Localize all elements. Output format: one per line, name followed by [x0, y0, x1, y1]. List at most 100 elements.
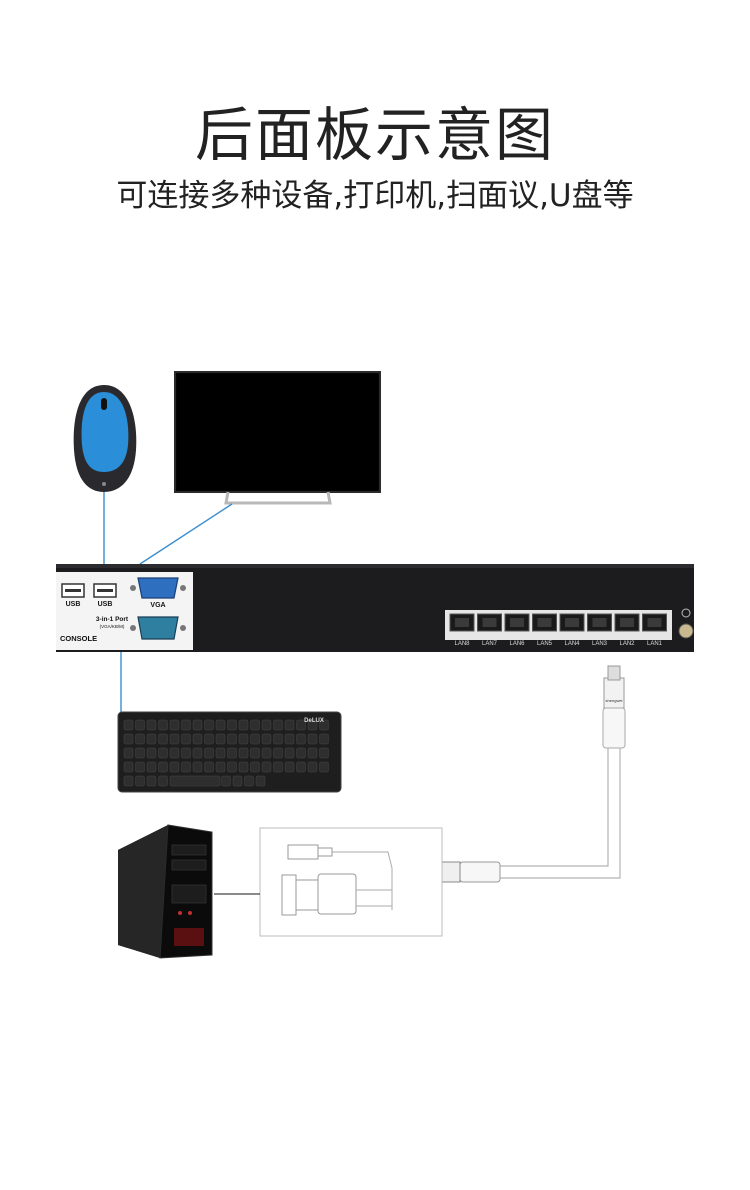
keyboard-key [261, 719, 272, 731]
keyboard-key [227, 719, 237, 731]
keyboard-key [181, 761, 191, 773]
keyboard-key [273, 733, 283, 745]
keyboard-key [135, 761, 145, 773]
lan-port-lan1: LAN1 [642, 613, 667, 647]
port-label-line2: (VGA/KB/M) [100, 624, 125, 629]
keyboard-key [250, 761, 260, 773]
keyboard-key [123, 747, 134, 759]
keyboard-key [146, 733, 157, 745]
keyboard-key [181, 719, 191, 731]
keyboard-key [250, 733, 260, 745]
keyboard-key [192, 747, 203, 759]
keyboard-key [169, 719, 180, 731]
keyboard-key [169, 761, 180, 773]
keyboard-key [215, 761, 226, 773]
keyboard-key [250, 747, 260, 759]
three-in-one-port [130, 616, 186, 640]
keyboard: DeLUX [117, 711, 342, 793]
keyboard-key [273, 747, 283, 759]
keyboard-key [319, 761, 329, 773]
keyboard-key [192, 733, 203, 745]
keyboard-key [296, 761, 306, 773]
mouse [73, 385, 137, 492]
keyboard-key [204, 719, 214, 731]
keyboard-key [273, 761, 283, 773]
keyboard-key [204, 747, 214, 759]
keyboard-key [135, 719, 145, 731]
lan-port-lan7: LAN7 [477, 613, 502, 647]
keyboard-key [273, 719, 283, 731]
keyboard-key [244, 775, 254, 787]
usb-label-2: USB [98, 601, 113, 608]
kvm-rear-panel: USB USB VGA 3-in-1 Port (VGA/KB/M) CONSO… [56, 564, 694, 652]
lan-port-label: LAN3 [592, 641, 608, 647]
keyboard-key [250, 719, 260, 731]
lan-port-label: LAN4 [564, 641, 580, 647]
keyboard-key [284, 747, 295, 759]
keyboard-key [307, 733, 318, 745]
keyboard-key [181, 733, 191, 745]
keyboard-key [227, 747, 237, 759]
keyboard-key [158, 775, 168, 787]
lan-port-lan3: LAN3 [587, 613, 612, 647]
pc-tower [118, 824, 213, 959]
keyboard-key [146, 761, 157, 773]
keyboard-brand: DeLUX [304, 718, 324, 724]
lan-port-label: LAN7 [482, 641, 498, 647]
keyboard-key [227, 733, 237, 745]
page-subtitle: 可连接多种设备,打印机,扫面议,U盘等 [116, 178, 634, 214]
keyboard-key [215, 719, 226, 731]
lan-port-label: LAN5 [537, 641, 553, 647]
keyboard-key [146, 719, 157, 731]
console-label: CONSOLE [60, 634, 97, 643]
keyboard-key [284, 733, 295, 745]
port-label-line1: 3-in-1 Port [96, 616, 129, 623]
keyboard-key [192, 719, 203, 731]
keyboard-key [204, 733, 214, 745]
keyboard-key [123, 761, 134, 773]
kvm-adapter-module [259, 827, 443, 937]
keyboard-key [204, 761, 214, 773]
keyboard-key [158, 761, 168, 773]
keyboard-key [169, 747, 180, 759]
keyboard-key [169, 733, 180, 745]
lan-port-lan4: LAN4 [559, 613, 585, 647]
usb-port-2 [93, 583, 117, 598]
keyboard-key [319, 733, 329, 745]
keyboard-key [307, 719, 318, 731]
usb-port-1 [61, 583, 85, 598]
keyboard-key [261, 747, 272, 759]
lan-port-label: LAN6 [509, 641, 525, 647]
keyboard-key [296, 747, 306, 759]
keyboard-key [192, 761, 203, 773]
lan-port-lan8: LAN8 [449, 613, 475, 647]
keyboard-key [319, 747, 329, 759]
keyboard-key [158, 747, 168, 759]
keyboard-key [135, 733, 145, 745]
keyboard-key [215, 733, 226, 745]
usb-label-1: USB [66, 601, 81, 608]
keyboard-key [296, 733, 306, 745]
keyboard-key [255, 775, 266, 787]
keyboard-key [238, 761, 249, 773]
keyboard-key [146, 775, 157, 787]
keyboard-key [238, 733, 249, 745]
lan-port-lan5: LAN5 [532, 613, 557, 647]
keyboard-key [261, 761, 272, 773]
keyboard-key [284, 761, 295, 773]
monitor [174, 371, 381, 505]
keyboard-key [123, 775, 134, 787]
connection-lines [103, 492, 233, 712]
keyboard-key [227, 761, 237, 773]
keyboard-key [158, 733, 168, 745]
keyboard-key [261, 733, 272, 745]
keyboard-key [123, 733, 134, 745]
keyboard-key [135, 775, 145, 787]
cable-brand: shengwei [606, 698, 623, 703]
keyboard-key [296, 719, 306, 731]
lan-port-lan6: LAN6 [504, 613, 530, 647]
keyboard-key [158, 719, 168, 731]
lan-port-label: LAN2 [619, 641, 635, 647]
vga-label: VGA [150, 602, 165, 609]
